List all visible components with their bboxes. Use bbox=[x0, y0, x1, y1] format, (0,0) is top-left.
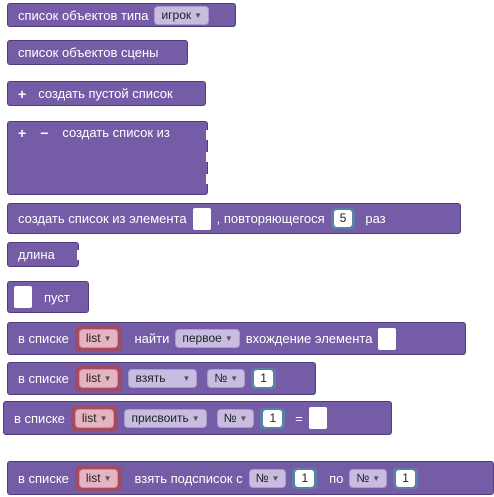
minus-icon[interactable]: − bbox=[40, 125, 49, 141]
to-number-block[interactable]: 1 bbox=[393, 467, 418, 489]
block-label: создать пустой список bbox=[38, 86, 173, 101]
variable-dropdown[interactable]: list ▼ bbox=[74, 408, 115, 428]
in-list-label: в списке bbox=[18, 371, 69, 386]
empty-list-block[interactable]: + создать пустой список bbox=[7, 81, 206, 106]
set-in-list-block[interactable]: в списке list ▼ присвоить ▼ № ▼ 1 = bbox=[3, 401, 392, 435]
sublist-block[interactable]: в списке list ▼ взять подсписок с № ▼ 1 … bbox=[7, 461, 494, 495]
block-label: список объектов типа bbox=[18, 7, 149, 23]
list-socket[interactable] bbox=[14, 286, 32, 308]
chevron-down-icon: ▼ bbox=[99, 413, 108, 423]
occurrence-value: первое bbox=[182, 331, 222, 345]
index-value[interactable]: 1 bbox=[254, 370, 273, 387]
action-dropdown[interactable]: присвоить ▼ bbox=[124, 408, 207, 428]
to-mode-value: № bbox=[356, 470, 370, 485]
variable-block[interactable]: list ▼ bbox=[74, 465, 123, 491]
chevron-down-icon: ▼ bbox=[230, 374, 239, 383]
value-socket[interactable] bbox=[308, 407, 327, 429]
plus-icon[interactable]: + bbox=[18, 85, 27, 102]
objects-of-type-block[interactable]: список объектов типа игрок ▼ bbox=[7, 3, 236, 27]
block-label: вхождение элемента bbox=[245, 331, 373, 346]
block-label: создать список из bbox=[62, 125, 170, 140]
index-mode-dropdown[interactable]: № ▼ bbox=[207, 369, 246, 388]
variable-block[interactable]: list ▼ bbox=[74, 366, 123, 391]
variable-name: list bbox=[85, 371, 101, 385]
block-label-3: раз bbox=[365, 211, 386, 226]
chevron-down-icon: ▼ bbox=[194, 10, 203, 20]
block-label: взять подсписок с bbox=[134, 470, 243, 486]
to-label: по bbox=[329, 470, 344, 486]
type-dropdown-value: игрок bbox=[161, 7, 192, 22]
chevron-down-icon: ▼ bbox=[191, 413, 200, 423]
length-block[interactable]: длина bbox=[7, 242, 83, 267]
from-mode-value: № bbox=[255, 470, 269, 485]
index-mode-value: № bbox=[214, 371, 228, 385]
index-mode-dropdown[interactable]: № ▼ bbox=[216, 408, 255, 428]
variable-block[interactable]: list ▼ bbox=[74, 326, 123, 351]
action-dropdown[interactable]: взять ▼ bbox=[128, 369, 198, 388]
to-mode-dropdown[interactable]: № ▼ bbox=[349, 468, 388, 488]
chevron-down-icon: ▼ bbox=[372, 473, 381, 483]
equals-label: = bbox=[295, 410, 303, 426]
from-mode-dropdown[interactable]: № ▼ bbox=[248, 468, 287, 488]
variable-dropdown[interactable]: list ▼ bbox=[78, 369, 119, 388]
block-label-2: , повторяющегося bbox=[216, 211, 325, 226]
type-dropdown[interactable]: игрок ▼ bbox=[154, 5, 210, 25]
variable-dropdown[interactable]: list ▼ bbox=[78, 329, 119, 348]
input-socket[interactable] bbox=[206, 130, 212, 140]
chevron-down-icon: ▼ bbox=[239, 413, 248, 423]
action-value: взять bbox=[135, 371, 166, 385]
list-from-block[interactable]: + − создать список из bbox=[7, 121, 212, 195]
variable-block[interactable]: list ▼ bbox=[70, 405, 119, 431]
get-from-list-block[interactable]: в списке list ▼ взять ▼ № ▼ 1 bbox=[7, 362, 316, 395]
find-in-list-block[interactable]: в списке list ▼ найти первое ▼ вхождение… bbox=[7, 322, 466, 355]
index-value[interactable]: 1 bbox=[263, 409, 283, 427]
action-value: присвоить bbox=[131, 410, 189, 425]
find-label: найти bbox=[134, 331, 170, 346]
chevron-down-icon: ▼ bbox=[182, 374, 191, 383]
in-list-label: в списке bbox=[18, 331, 69, 346]
chevron-down-icon: ▼ bbox=[224, 334, 233, 343]
repeat-list-block[interactable]: создать список из элемента , повторяющег… bbox=[7, 203, 461, 234]
in-list-label: в списке bbox=[18, 470, 69, 486]
from-value[interactable]: 1 bbox=[295, 469, 315, 487]
variable-name: list bbox=[85, 331, 101, 345]
variable-name: list bbox=[81, 410, 97, 425]
input-socket[interactable] bbox=[77, 250, 83, 260]
block-label: пуст bbox=[44, 289, 70, 305]
from-number-block[interactable]: 1 bbox=[292, 467, 318, 489]
chevron-down-icon: ▼ bbox=[103, 473, 112, 483]
block-label: создать список из элемента bbox=[18, 211, 187, 226]
index-number-block[interactable]: 1 bbox=[251, 368, 276, 389]
is-empty-block[interactable]: пуст bbox=[7, 281, 89, 313]
to-value[interactable]: 1 bbox=[396, 469, 415, 487]
item-socket[interactable] bbox=[192, 207, 211, 230]
count-value[interactable]: 5 bbox=[333, 210, 353, 227]
occurrence-dropdown[interactable]: первое ▼ bbox=[175, 329, 240, 348]
item-socket[interactable] bbox=[378, 327, 397, 350]
input-socket[interactable] bbox=[206, 174, 212, 184]
input-socket[interactable] bbox=[206, 152, 212, 162]
count-number-block[interactable]: 5 bbox=[330, 208, 356, 229]
variable-dropdown[interactable]: list ▼ bbox=[78, 468, 119, 488]
block-label: список объектов сцены bbox=[18, 45, 159, 60]
block-label: длина bbox=[18, 247, 55, 262]
chevron-down-icon: ▼ bbox=[271, 473, 280, 483]
in-list-label: в списке bbox=[14, 410, 65, 426]
chevron-down-icon: ▼ bbox=[103, 374, 112, 383]
index-number-block[interactable]: 1 bbox=[260, 407, 286, 429]
variable-name: list bbox=[85, 470, 101, 485]
plus-icon[interactable]: + bbox=[18, 125, 27, 141]
scene-objects-block[interactable]: список объектов сцены bbox=[7, 40, 188, 65]
chevron-down-icon: ▼ bbox=[103, 334, 112, 343]
index-mode-value: № bbox=[223, 410, 237, 425]
